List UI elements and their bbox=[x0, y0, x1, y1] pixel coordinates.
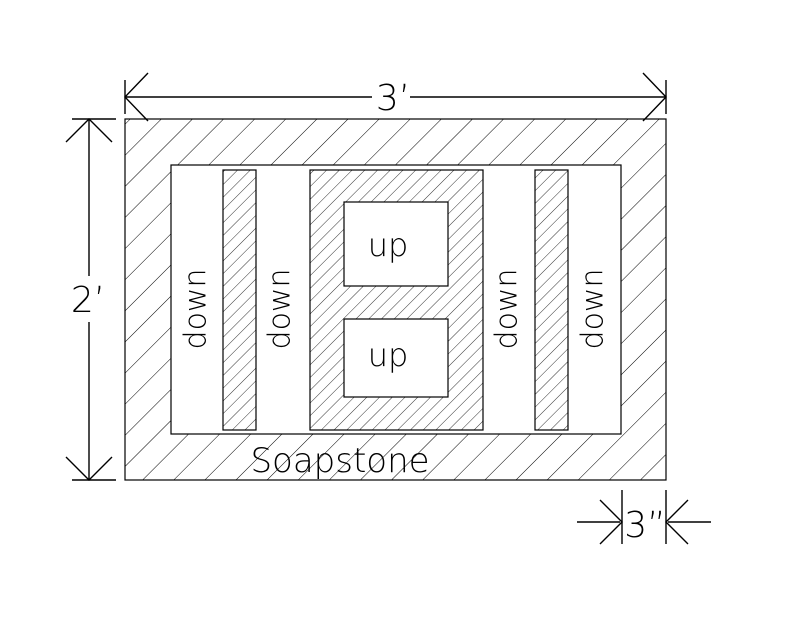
up-channel-bottom bbox=[343, 318, 449, 398]
width-label: 3’ bbox=[376, 78, 410, 119]
width-dimension bbox=[124, 72, 667, 122]
material-label: Soapstone bbox=[250, 441, 429, 481]
border-label: 3” bbox=[624, 505, 666, 546]
border-dimension bbox=[577, 490, 711, 545]
down-label-2: down bbox=[263, 269, 298, 350]
down-label-1: down bbox=[179, 269, 214, 350]
up-channel-top bbox=[343, 201, 449, 287]
divider-bar-left bbox=[222, 169, 257, 431]
divider-bar-right bbox=[534, 169, 569, 431]
height-dimension bbox=[65, 118, 116, 481]
height-label: 2’ bbox=[71, 280, 105, 321]
up-label-top: up bbox=[368, 226, 409, 264]
up-label-bottom: up bbox=[368, 336, 409, 374]
down-label-3: down bbox=[490, 269, 525, 350]
down-label-4: down bbox=[576, 269, 611, 350]
